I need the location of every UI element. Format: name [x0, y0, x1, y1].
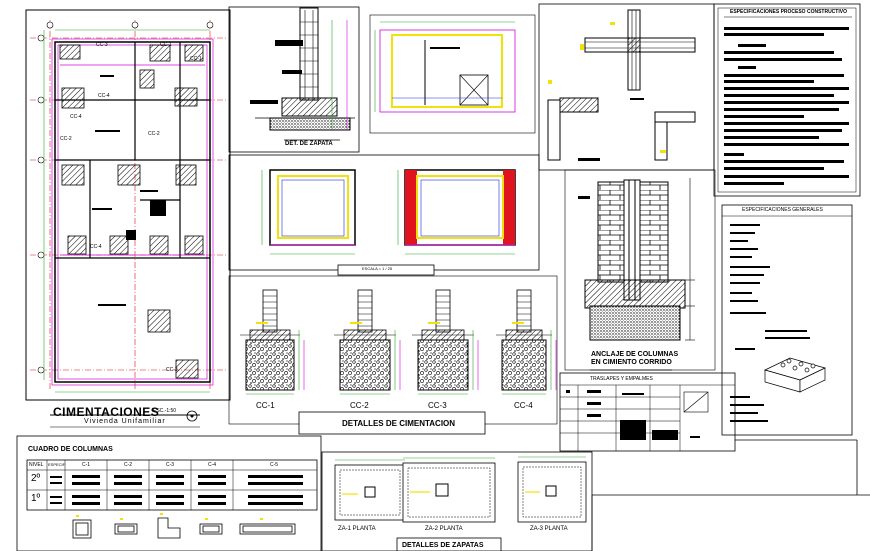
- plan-label: CC-4: [98, 93, 110, 99]
- cuadro-col-header: C-2: [124, 462, 133, 468]
- scale-label: ESC.-1:50: [153, 408, 177, 414]
- cimentacion-details-title: DETALLES DE CIMENTACION: [342, 419, 456, 428]
- plan-label: CC-2: [60, 136, 72, 142]
- cc-section-label: CC-1: [256, 401, 275, 410]
- zapata-plan-label: ZA-2 PLANTA: [425, 526, 463, 532]
- specs-proceso: [713, 3, 861, 197]
- zapata-plan-label: ZA-1 PLANTA: [338, 526, 376, 532]
- cuadro-level: 1º: [31, 493, 41, 504]
- anclaje-detail: [564, 169, 716, 371]
- cuadro-col-header: C-5: [270, 462, 279, 468]
- plan-label: CC-3: [166, 367, 178, 373]
- cuadro-columnas: [16, 435, 322, 551]
- specs-generales-title: ESPECIFICACIONES GENERALES: [742, 207, 823, 213]
- sheet-subtitle: Vivienda Unifamiliar: [84, 418, 166, 425]
- title-block: [50, 410, 200, 428]
- traslapes-table: [559, 372, 736, 452]
- cuadro-level: 2º: [31, 473, 41, 484]
- plan-label: CC-4: [90, 244, 102, 250]
- zapata-detail: [228, 6, 360, 153]
- zapata-detail-label: DET. DE ZAPATA: [285, 141, 333, 147]
- cc-section-label: CC-3: [428, 401, 447, 410]
- foundation-plan: CC-3 CC-1 CC-1 CC-4 CC-4 CC-2 CC-4 CC-3 …: [25, 9, 231, 401]
- cc-cross-section: [496, 289, 557, 395]
- column-joint-details: [538, 3, 715, 171]
- specs-proceso-title: ESPECIFICACIONES PROCESO CONSTRUCTIVO: [730, 9, 847, 15]
- sheet-frame: [591, 439, 870, 551]
- cuadro-title: CUADRO DE COLUMNAS: [28, 446, 113, 453]
- zapata-plan-detail: [369, 14, 536, 134]
- plan-label: CC-1: [160, 42, 172, 48]
- anclaje-title-line2: EN CIMIENTO CORRIDO: [591, 359, 672, 366]
- escala-label: ESCALA = 1 / 25: [362, 266, 393, 271]
- plan-label: CC-4: [70, 114, 82, 120]
- plan-label: CC-3: [96, 42, 108, 48]
- cc-cross-section: [334, 289, 401, 395]
- zapatas-details: [321, 451, 593, 551]
- cuadro-header-nivel: NIVEL: [29, 462, 44, 468]
- cimentacion-details: [228, 275, 558, 435]
- cc-cross-section: [412, 289, 479, 395]
- zapata-plan-label: ZA-3 PLANTA: [530, 526, 568, 532]
- section-details: [228, 154, 540, 276]
- plan-label: CC-1: [190, 56, 202, 62]
- sheet-title: CIMENTACIONES: [53, 405, 160, 419]
- cuadro-col-header: C-3: [166, 462, 175, 468]
- cuadro-col-header: C-1: [82, 462, 91, 468]
- traslapes-title: TRASLAPES Y EMPALMES: [590, 376, 653, 382]
- cc-section-label: CC-4: [514, 401, 533, 410]
- anclaje-title-line1: ANCLAJE DE COLUMNAS: [591, 351, 679, 358]
- plan-label: CC-2: [148, 131, 160, 137]
- cc-section-label: CC-2: [350, 401, 369, 410]
- cc-cross-section: [240, 289, 305, 395]
- specs-generales: [721, 204, 853, 436]
- cuadro-col-header: C-4: [208, 462, 217, 468]
- cuadro-header-espec: ESPECIF.: [48, 462, 66, 467]
- zapatas-title: DETALLES DE ZAPATAS: [402, 542, 484, 549]
